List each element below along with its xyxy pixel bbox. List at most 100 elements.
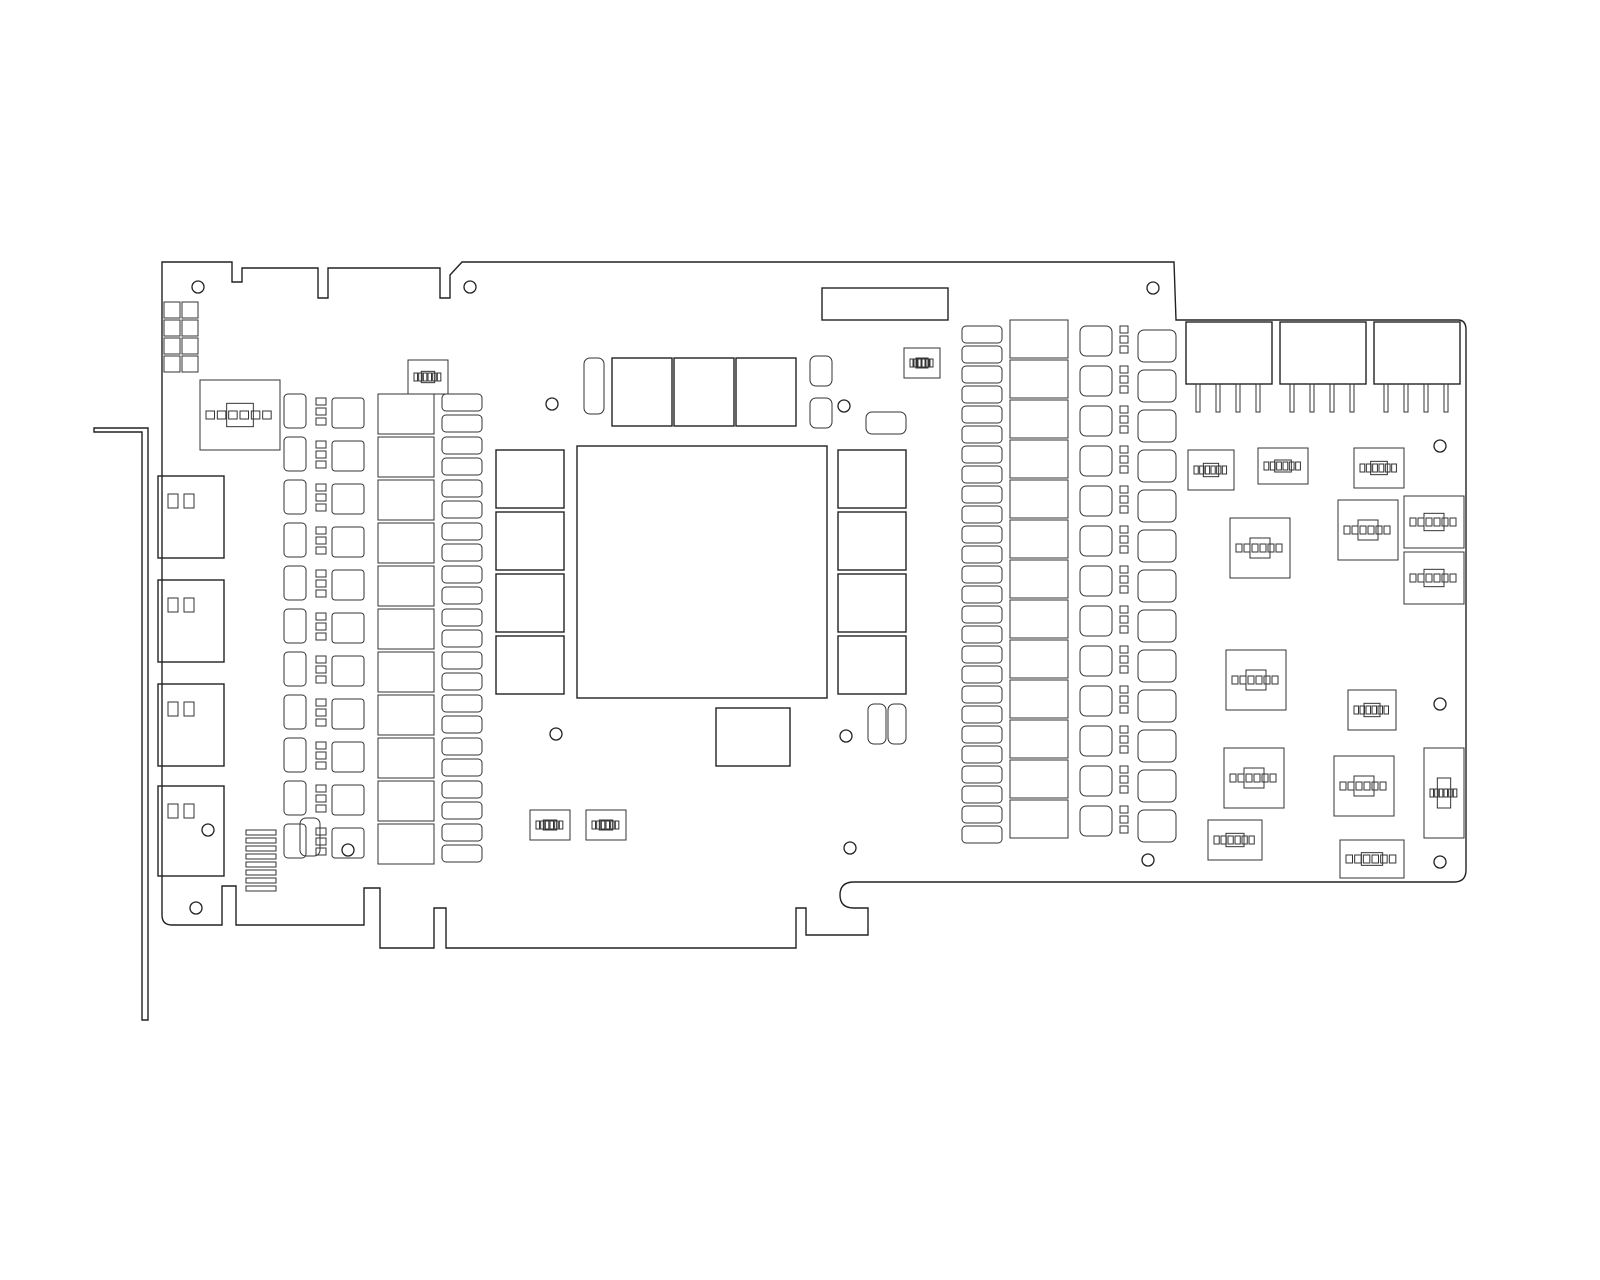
smd-part bbox=[1449, 573, 1457, 583]
pin-header bbox=[245, 869, 277, 876]
mounting-hole bbox=[1141, 853, 1155, 867]
smd-part bbox=[315, 794, 327, 803]
capacitor bbox=[961, 725, 1003, 744]
smd-part bbox=[1119, 685, 1129, 694]
capacitor bbox=[1137, 769, 1177, 803]
displayport-connector bbox=[157, 579, 225, 663]
bios-chip bbox=[715, 707, 791, 767]
inductor bbox=[1009, 319, 1069, 359]
capacitor bbox=[961, 445, 1003, 464]
port-pin bbox=[183, 597, 195, 613]
smd-part bbox=[315, 407, 327, 416]
smd-part bbox=[239, 410, 249, 420]
smd-part bbox=[1237, 773, 1245, 783]
ic-cluster bbox=[1257, 447, 1309, 485]
inductor bbox=[1009, 799, 1069, 839]
pin-header bbox=[245, 853, 277, 860]
connector-pin bbox=[1255, 383, 1261, 413]
ic-cluster bbox=[1339, 839, 1405, 879]
mosfet bbox=[1079, 445, 1113, 477]
mosfet bbox=[331, 483, 365, 515]
smd-part bbox=[1119, 525, 1129, 534]
ic-chip bbox=[1357, 519, 1379, 541]
capacitor bbox=[961, 645, 1003, 664]
ic-cluster bbox=[1225, 649, 1287, 711]
capacitor bbox=[1137, 729, 1177, 763]
memory-module-top bbox=[735, 357, 797, 427]
smd-part bbox=[315, 417, 327, 426]
smd-part bbox=[1354, 854, 1362, 864]
smd-part bbox=[315, 579, 327, 588]
pcie-power-connector bbox=[1279, 321, 1367, 385]
smd-part bbox=[1119, 645, 1129, 654]
capacitor bbox=[1137, 649, 1177, 683]
inductor-small bbox=[441, 565, 483, 584]
smd-part bbox=[1220, 835, 1227, 845]
capacitor bbox=[283, 780, 307, 816]
memory-module-top bbox=[673, 357, 735, 427]
smd-part bbox=[1371, 705, 1377, 715]
smd-part bbox=[1234, 835, 1241, 845]
ic-cluster bbox=[903, 347, 941, 379]
inductor-small bbox=[441, 672, 483, 691]
mosfet bbox=[331, 741, 365, 773]
smd-part bbox=[1119, 745, 1129, 754]
inductor bbox=[377, 436, 435, 478]
memory-module-right bbox=[837, 449, 907, 509]
smd-part bbox=[315, 804, 327, 813]
mosfet bbox=[1079, 725, 1113, 757]
smd-part bbox=[315, 751, 327, 760]
ic-chip bbox=[1370, 460, 1388, 476]
smd-part bbox=[1363, 781, 1371, 791]
smd-part bbox=[1119, 545, 1129, 554]
inductor-small bbox=[441, 608, 483, 627]
capacitor bbox=[961, 685, 1003, 704]
inductor bbox=[377, 565, 435, 607]
smd-part bbox=[1119, 825, 1129, 834]
smd-part bbox=[1359, 463, 1366, 473]
capacitor bbox=[961, 505, 1003, 524]
smd-part bbox=[1245, 773, 1253, 783]
inductor bbox=[1009, 759, 1069, 799]
smd-part bbox=[1359, 525, 1367, 535]
ic-chip bbox=[1274, 459, 1292, 473]
smd-part bbox=[605, 820, 610, 830]
smd-part bbox=[315, 569, 327, 578]
memory-module-left bbox=[495, 635, 565, 695]
mosfet bbox=[331, 397, 365, 429]
smd-part bbox=[1247, 675, 1255, 685]
mosfet bbox=[1079, 805, 1113, 837]
board-outline bbox=[161, 261, 1467, 949]
capacitor bbox=[283, 694, 307, 730]
ic-chip bbox=[1245, 669, 1267, 691]
mounting-hole bbox=[1433, 697, 1447, 711]
connector-pin bbox=[1309, 383, 1315, 413]
smd-part bbox=[1345, 854, 1353, 864]
connector-pin bbox=[1349, 383, 1355, 413]
mosfet bbox=[1079, 765, 1113, 797]
mosfet bbox=[331, 612, 365, 644]
capacitor bbox=[283, 737, 307, 773]
smd-part bbox=[1227, 835, 1234, 845]
memory-module-left bbox=[495, 511, 565, 571]
smd-part bbox=[929, 358, 934, 368]
smd-part bbox=[1119, 365, 1129, 374]
ic-cluster bbox=[1403, 495, 1465, 549]
smd-part bbox=[1119, 445, 1129, 454]
mounting-hole bbox=[837, 399, 851, 413]
smd-part bbox=[591, 820, 596, 830]
connector-pin bbox=[1443, 383, 1449, 413]
mosfet bbox=[1079, 605, 1113, 637]
smd-part bbox=[540, 820, 545, 830]
mounting-hole bbox=[1433, 439, 1447, 453]
smd-part bbox=[1388, 854, 1397, 864]
smd-part bbox=[1271, 675, 1279, 685]
capacitor bbox=[1137, 449, 1177, 483]
ic-cluster bbox=[1223, 747, 1285, 809]
smd-part bbox=[1383, 705, 1389, 715]
ic-cluster bbox=[199, 379, 281, 451]
inductor-small bbox=[441, 500, 483, 519]
connector-pin bbox=[1329, 383, 1335, 413]
mounting-hole bbox=[549, 727, 563, 741]
smd-part bbox=[1243, 543, 1251, 553]
